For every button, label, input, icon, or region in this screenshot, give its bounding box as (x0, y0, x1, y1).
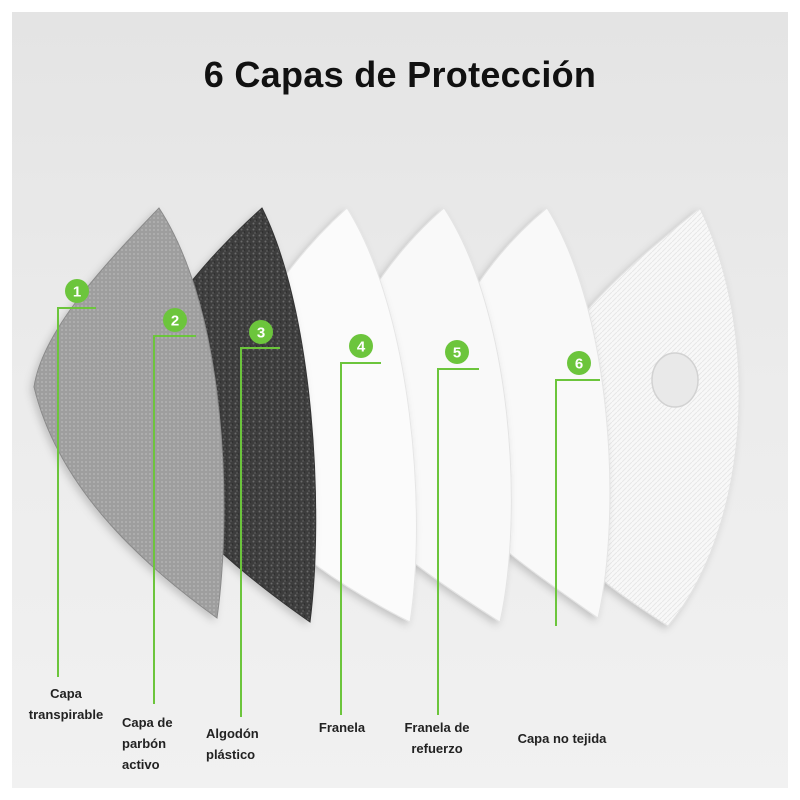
svg-text:4: 4 (357, 339, 366, 356)
layer-1-label: Capa transpirable (28, 686, 104, 722)
badge-1: 1 (65, 279, 89, 303)
leader-line-4 (340, 362, 381, 715)
badge-2: 2 (163, 308, 187, 332)
layer-2-label: Capa de parbón activo (122, 715, 173, 772)
leader-lines (57, 307, 600, 717)
svg-text:1: 1 (73, 284, 81, 301)
layer-3-label: Algodón plástico (206, 726, 259, 762)
layer-5-label: Franela de refuerzo (404, 720, 470, 756)
layer-6-label: Capa no tejida (517, 731, 607, 746)
page-title: 6 Capas de Protección (203, 54, 597, 95)
filter-layers-illustration: 1 2 3 4 5 6 (33, 207, 740, 717)
leader-line-2 (153, 335, 196, 704)
svg-text:5: 5 (453, 345, 461, 362)
badge-6: 6 (567, 351, 591, 375)
product-image: 6 Capas de Protección (12, 12, 788, 788)
leader-line-5 (437, 368, 479, 715)
svg-text:2: 2 (171, 313, 179, 330)
layer-1-breathable (33, 207, 225, 619)
badge-3: 3 (249, 320, 273, 344)
svg-text:3: 3 (257, 325, 265, 342)
leader-line-1 (57, 307, 96, 677)
badge-5: 5 (445, 340, 469, 364)
leader-line-3 (240, 347, 280, 717)
svg-text:6: 6 (575, 356, 583, 373)
badge-4: 4 (349, 334, 373, 358)
leader-line-6 (555, 379, 600, 626)
layer-4-label: Franela (318, 720, 366, 735)
